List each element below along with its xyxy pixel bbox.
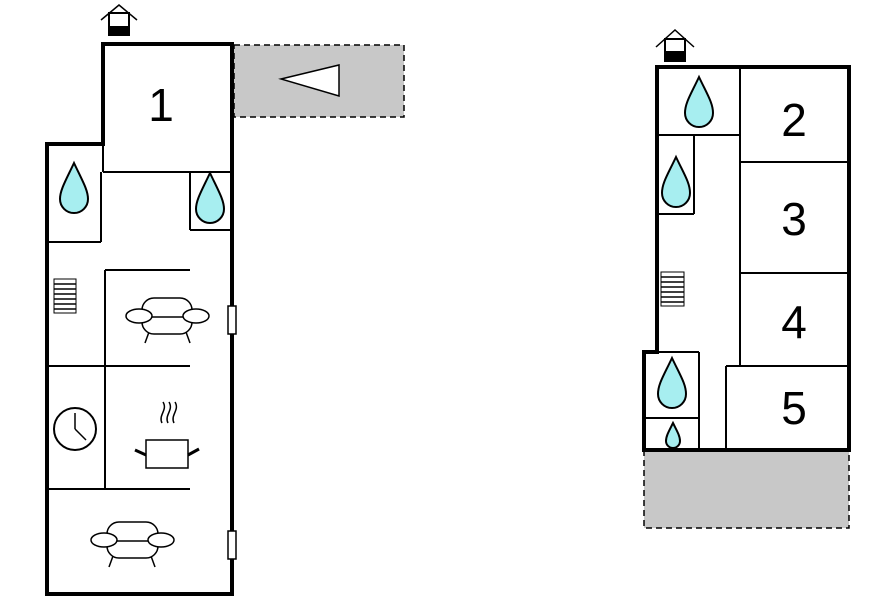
water-drop-icon — [660, 154, 692, 208]
room-label-2: 2 — [781, 94, 807, 146]
room-label-5: 5 — [781, 382, 807, 434]
room-label-1: 1 — [148, 79, 174, 131]
stairs-icon — [660, 271, 685, 307]
stairs-icon — [53, 278, 77, 314]
entrance-icon — [100, 4, 138, 36]
room-label-3: 3 — [781, 193, 807, 245]
ground-floor-plan: 1 — [45, 4, 405, 596]
sofa-icon — [90, 521, 175, 568]
water-drop-icon — [683, 74, 715, 128]
window-icon — [227, 305, 237, 335]
water-drop-icon — [194, 170, 226, 224]
clock-icon — [53, 407, 97, 451]
direction-arrow-icon — [278, 64, 340, 98]
upper-floor-plan: 2 3 4 5 — [642, 28, 851, 529]
cooking-pot-icon — [134, 401, 200, 469]
water-drop-icon — [58, 160, 90, 214]
terrace — [643, 449, 850, 529]
sofa-icon — [125, 297, 210, 344]
room-label-4: 4 — [781, 296, 807, 348]
window-icon — [227, 530, 237, 560]
water-drop-icon — [656, 355, 688, 409]
entrance-icon — [655, 28, 695, 62]
water-drop-small-icon — [664, 420, 682, 449]
